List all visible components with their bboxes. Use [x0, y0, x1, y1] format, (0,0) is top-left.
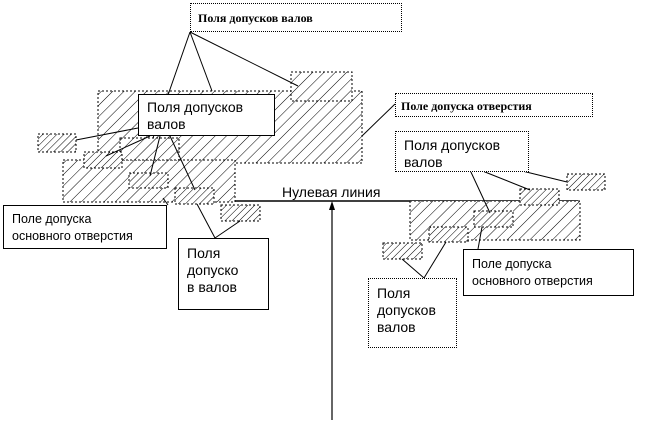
label-shaft-fields-inner-line1: Поля допусков [147, 99, 244, 115]
shaft-field-left-b [83, 151, 123, 169]
label-shaft-fields-inner: Поля допусков валов [138, 94, 275, 136]
shaft-field-left-a [37, 133, 77, 153]
label-shaft-fields-inner-line2: валов [147, 116, 186, 132]
leader-lines [75, 31, 568, 279]
label-hole-field: Поле допуска отверстия [395, 93, 593, 117]
shaft-field-inner-a [119, 137, 180, 161]
shaft-field-right-e [382, 242, 423, 260]
label-basic-hole-right-line2: основного отверстия [472, 274, 593, 288]
label-basic-hole-right: Поле допуска основного отверстия [463, 249, 634, 296]
dimension-arrowhead [329, 201, 335, 210]
label-shaft-fields-bottom-left: Поля допуско в валов [178, 238, 269, 310]
label-basic-hole-left-line2: основного отверстия [12, 229, 133, 243]
shaft-field-left-d [174, 187, 215, 205]
label-shaft-fields-right-line1: Поля допусков [404, 137, 501, 153]
label-basic-hole-left-line1: Поле допуска [12, 212, 92, 226]
label-hole-field-text: Поле допуска отверстия [401, 99, 532, 113]
label-basic-hole-right-line1: Поле допуска [472, 257, 552, 271]
label-shaft-fields-top: Поля допусков валов [190, 3, 402, 32]
shaft-field-right-b [519, 188, 560, 206]
shaft-field-right-c [473, 210, 514, 228]
shaft-field-left-e [220, 204, 261, 222]
label-shaft-fields-bottom-right-line2: допусков [377, 302, 436, 318]
shaft-field-left-c [128, 172, 169, 189]
label-shaft-fields-bottom-right: Поля допусков валов [368, 278, 457, 348]
shaft-field-top [290, 71, 353, 102]
label-shaft-fields-bottom-right-line3: валов [377, 319, 416, 335]
label-shaft-fields-bottom-left-line3: в валов [187, 279, 237, 295]
label-shaft-fields-right: Поля допусков валов [395, 131, 529, 172]
label-basic-hole-left: Поле допуска основного отверстия [3, 205, 167, 249]
label-shaft-fields-bottom-left-line1: Поля [187, 245, 221, 261]
label-shaft-fields-bottom-left-line2: допуско [187, 262, 239, 278]
label-shaft-fields-bottom-right-line1: Поля [377, 285, 411, 301]
label-shaft-fields-top-text: Поля допусков валов [198, 11, 313, 25]
shaft-field-right-d [428, 226, 469, 243]
label-shaft-fields-right-line2: валов [404, 154, 443, 170]
zero-line-label: Нулевая линия [282, 184, 381, 200]
shaft-field-right-a [566, 173, 606, 191]
